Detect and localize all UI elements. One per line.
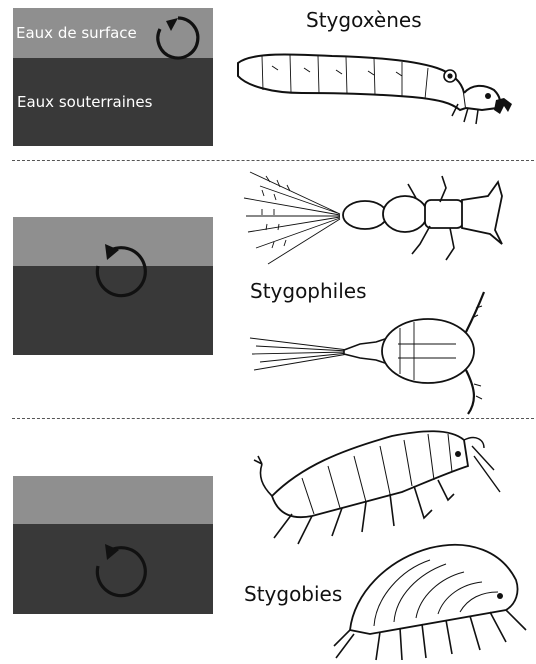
cycle-arrow-icon xyxy=(87,238,157,308)
insect-larva-icon xyxy=(232,38,522,128)
water-layers-stygophiles xyxy=(13,217,213,355)
water-layers-stygobies xyxy=(13,476,213,614)
stonefly-nymph-icon xyxy=(240,168,510,268)
cycle-arrow-icon xyxy=(87,538,157,608)
cycle-arrow-icon xyxy=(151,12,205,66)
stygoxenes-label: Stygoxènes xyxy=(306,8,422,32)
surface-water-layer xyxy=(13,476,213,524)
surface-water-label: Eaux de surface xyxy=(16,24,137,42)
copepod-icon xyxy=(248,288,508,418)
water-layers-stygoxenes: Eaux de surface Eaux souterraines xyxy=(13,8,213,146)
underground-water-label: Eaux souterraines xyxy=(17,93,152,111)
stygobies-label: Stygobies xyxy=(244,582,342,606)
isopod-icon xyxy=(330,534,530,664)
section-divider xyxy=(12,418,534,419)
section-divider xyxy=(12,160,534,161)
